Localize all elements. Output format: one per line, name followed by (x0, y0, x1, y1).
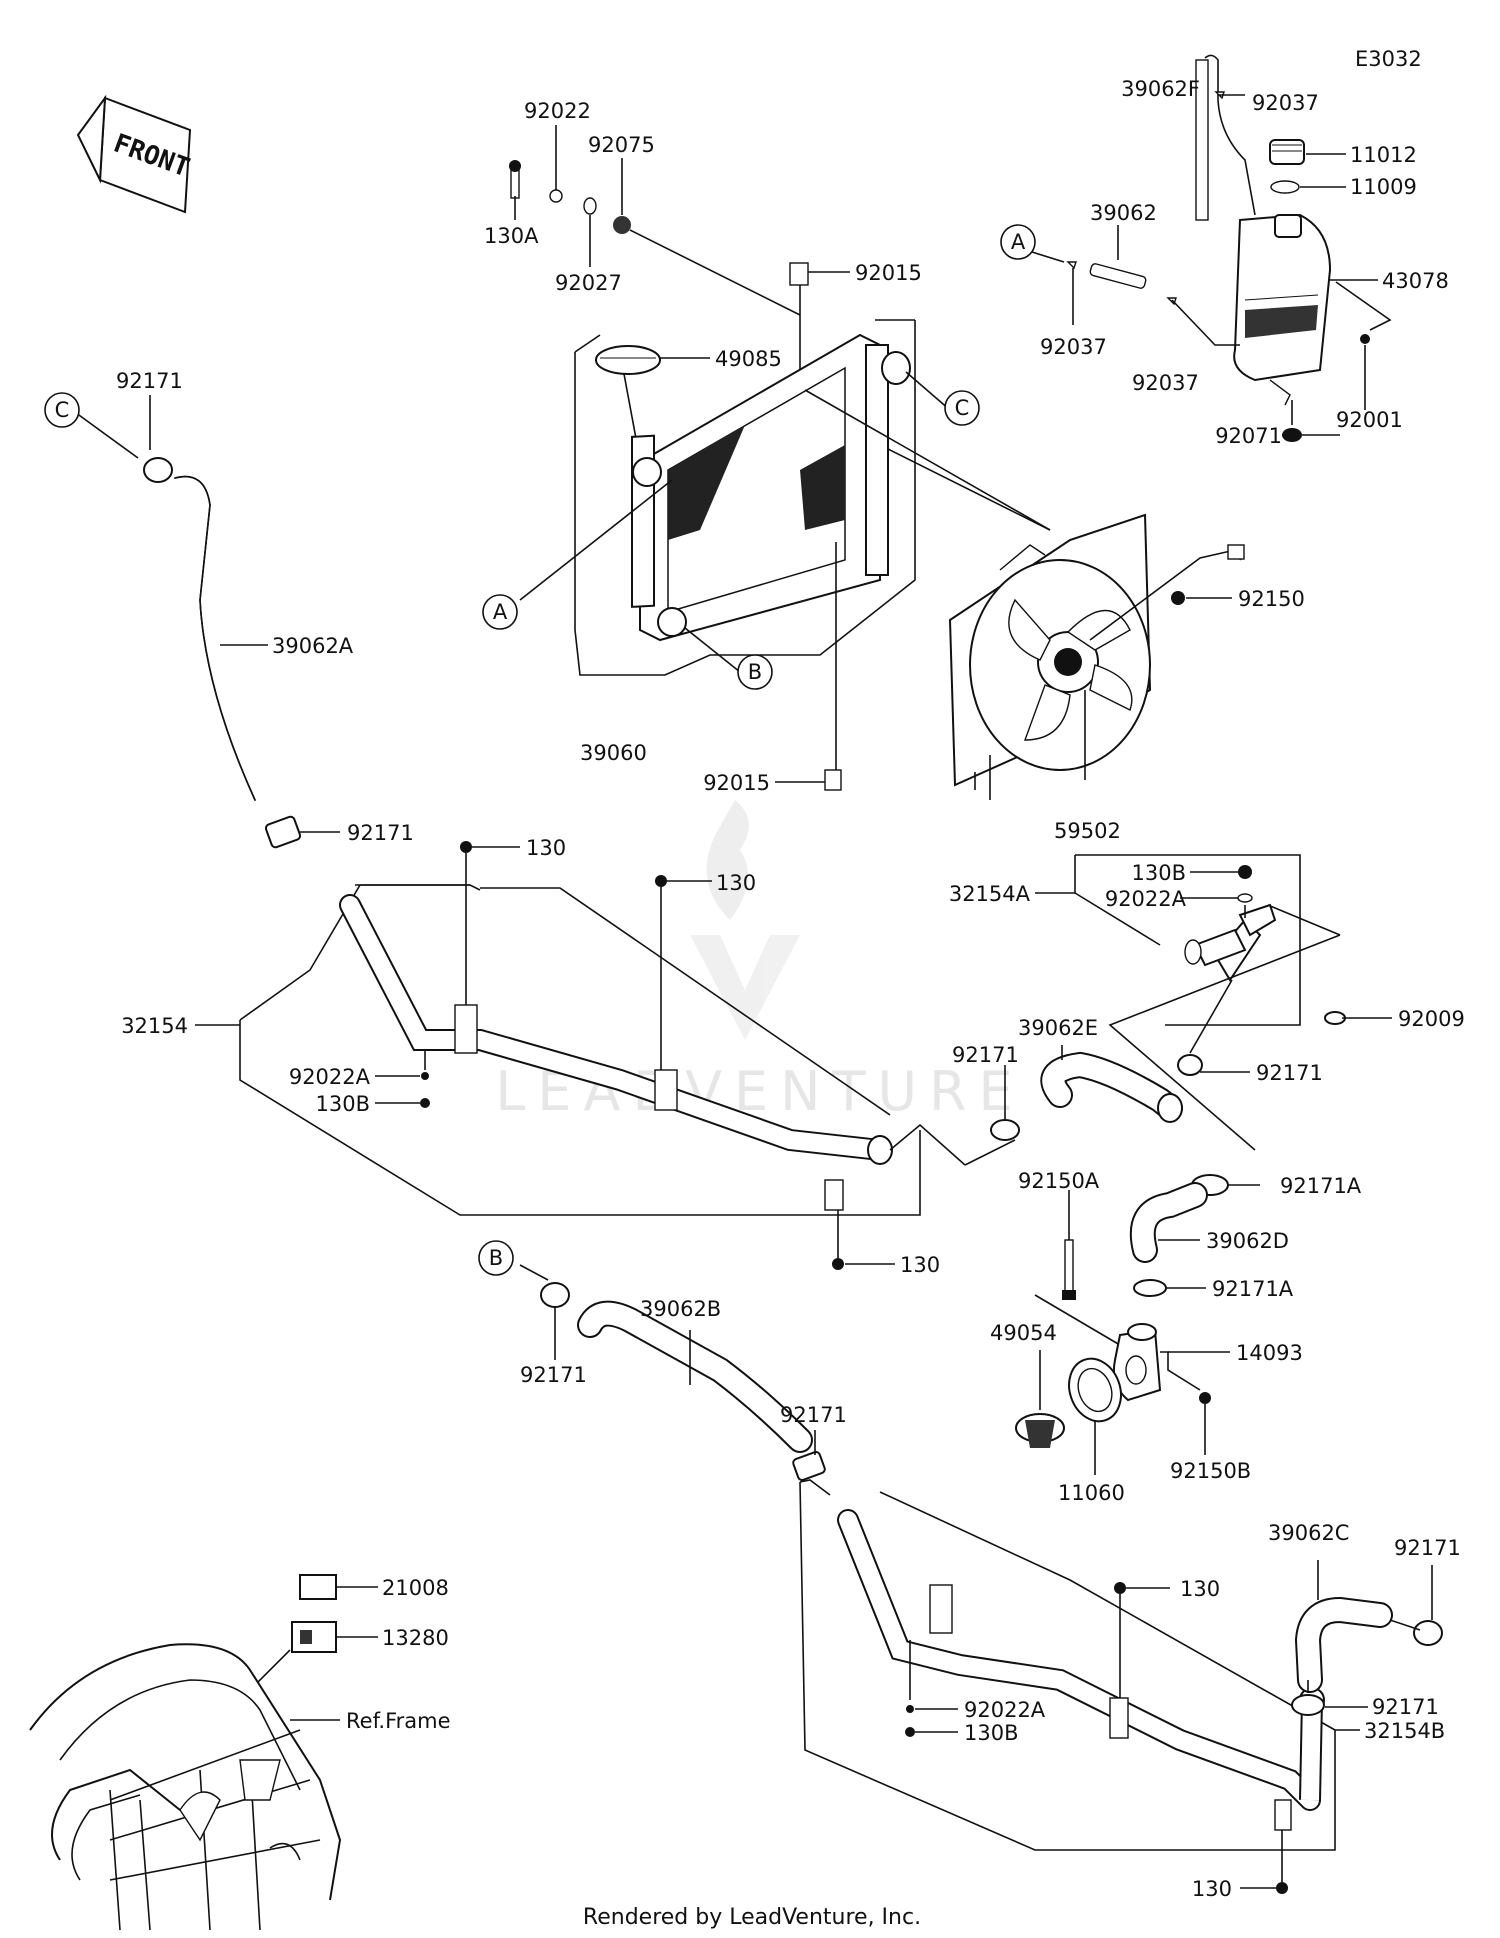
footer-credit: Rendered by LeadVenture, Inc. (583, 1905, 921, 1930)
svg-text:C: C (55, 398, 70, 422)
part-label-92171-d[interactable]: 92171 (780, 1403, 847, 1427)
part-label-11009[interactable]: 11009 (1350, 175, 1417, 199)
part-label-130-b[interactable]: 130 (716, 871, 756, 895)
reservoir-tank-drawing (1031, 54, 1392, 442)
callout-b-radiator: B (737, 654, 773, 690)
part-label-14093[interactable]: 14093 (1236, 1341, 1303, 1365)
hose-39062C-drawing (1291, 1560, 1443, 1716)
part-label-92037-b[interactable]: 92037 (1132, 371, 1199, 395)
hose-39062B-drawing (519, 1264, 826, 1481)
part-label-130B-b[interactable]: 130B (964, 1721, 1019, 1745)
part-label-92022A-b[interactable]: 92022A (964, 1698, 1046, 1722)
part-label-92009[interactable]: 92009 (1398, 1007, 1465, 1031)
part-label-39062C[interactable]: 39062C (1268, 1521, 1349, 1545)
callout-c-hose: C (44, 392, 80, 428)
callout-a-tank: A (1000, 224, 1036, 260)
part-label-11060[interactable]: 11060 (1058, 1481, 1125, 1505)
radiator-drawing (509, 125, 1051, 791)
part-label-39062F[interactable]: 39062F (1121, 77, 1200, 101)
svg-text:B: B (748, 660, 762, 684)
part-label-92171A-a[interactable]: 92171A (1280, 1174, 1362, 1198)
part-label-43078[interactable]: 43078 (1382, 269, 1449, 293)
part-label-92171-b[interactable]: 92171 (520, 1363, 587, 1387)
part-label-13280[interactable]: 13280 (382, 1626, 449, 1650)
callout-c-radiator: C (944, 390, 980, 426)
part-label-39062B[interactable]: 39062B (640, 1297, 721, 1321)
part-label-92171-c[interactable]: 92171 (116, 369, 183, 393)
part-label-39062A[interactable]: 39062A (272, 634, 354, 658)
part-label-39062[interactable]: 39062 (1090, 201, 1157, 225)
pipe-32154-drawing (195, 841, 966, 1270)
part-label-92150A[interactable]: 92150A (1018, 1169, 1100, 1193)
part-label-130-d[interactable]: 130 (1180, 1577, 1220, 1601)
part-label-92171-a[interactable]: 92171 (347, 821, 414, 845)
svg-text:C: C (955, 396, 970, 420)
part-label-130-c[interactable]: 130 (900, 1253, 940, 1277)
part-label-130A[interactable]: 130A (484, 224, 539, 248)
part-label-92015-bottom[interactable]: 92015 (703, 771, 770, 795)
pipe-32154B-drawing (799, 1479, 1360, 1894)
part-label-39062E[interactable]: 39062E (1018, 1016, 1098, 1040)
part-label-92171-g[interactable]: 92171 (1394, 1536, 1461, 1560)
part-label-92171-h[interactable]: 92171 (1372, 1695, 1439, 1719)
part-label-92037[interactable]: 92037 (1252, 91, 1319, 115)
part-label-39062D[interactable]: 39062D (1206, 1229, 1289, 1253)
hose-39062A-drawing (71, 395, 340, 849)
part-label-130B[interactable]: 130B (316, 1092, 371, 1116)
part-label-92037-a[interactable]: 92037 (1040, 335, 1107, 359)
part-label-92171-f[interactable]: 92171 (1256, 1061, 1323, 1085)
thermostat-housing-drawing (1015, 1174, 1260, 1475)
watermark (690, 800, 800, 1040)
part-label-92027[interactable]: 92027 (555, 271, 622, 295)
part-label-32154B[interactable]: 32154B (1364, 1719, 1445, 1743)
ref-frame-label: Ref.Frame (346, 1709, 451, 1733)
part-label-92001[interactable]: 92001 (1336, 408, 1403, 432)
pipe-32154A-drawing (1035, 854, 1392, 1151)
callout-b-hose: B (478, 1240, 514, 1276)
part-label-32154[interactable]: 32154 (121, 1014, 188, 1038)
part-label-92022A-a[interactable]: 92022A (1105, 887, 1187, 911)
part-label-59502[interactable]: 59502 (1054, 819, 1121, 843)
front-arrow-icon: FRONT (76, 94, 193, 214)
part-label-49085[interactable]: 49085 (715, 347, 782, 371)
hose-39062E-drawing (964, 1045, 1183, 1166)
part-label-11012[interactable]: 11012 (1350, 143, 1417, 167)
part-label-92071[interactable]: 92071 (1215, 424, 1282, 448)
part-label-21008[interactable]: 21008 (382, 1576, 449, 1600)
part-label-130B-a[interactable]: 130B (1132, 861, 1187, 885)
part-label-39060[interactable]: 39060 (580, 741, 647, 765)
fan-assembly-drawing (948, 513, 1245, 800)
svg-text:A: A (1011, 230, 1026, 254)
part-label-92150B[interactable]: 92150B (1170, 1459, 1251, 1483)
part-label-92022A[interactable]: 92022A (289, 1065, 371, 1089)
part-label-130-a[interactable]: 130 (526, 836, 566, 860)
part-label-92022[interactable]: 92022 (524, 99, 591, 123)
part-label-130-e[interactable]: 130 (1192, 1877, 1232, 1901)
part-label-92075[interactable]: 92075 (588, 133, 655, 157)
part-label-92150[interactable]: 92150 (1238, 587, 1305, 611)
svg-text:B: B (489, 1246, 503, 1270)
frame-reference-drawing (29, 1574, 378, 1931)
diagram-code: E3032 (1355, 47, 1422, 71)
callout-a-radiator: A (482, 594, 518, 630)
part-label-92171-e[interactable]: 92171 (952, 1043, 1019, 1067)
part-label-92015-top[interactable]: 92015 (855, 261, 922, 285)
part-label-32154A[interactable]: 32154A (949, 882, 1031, 906)
svg-text:A: A (493, 600, 508, 624)
part-label-49054[interactable]: 49054 (990, 1321, 1057, 1345)
part-label-92171A-b[interactable]: 92171A (1212, 1277, 1294, 1301)
